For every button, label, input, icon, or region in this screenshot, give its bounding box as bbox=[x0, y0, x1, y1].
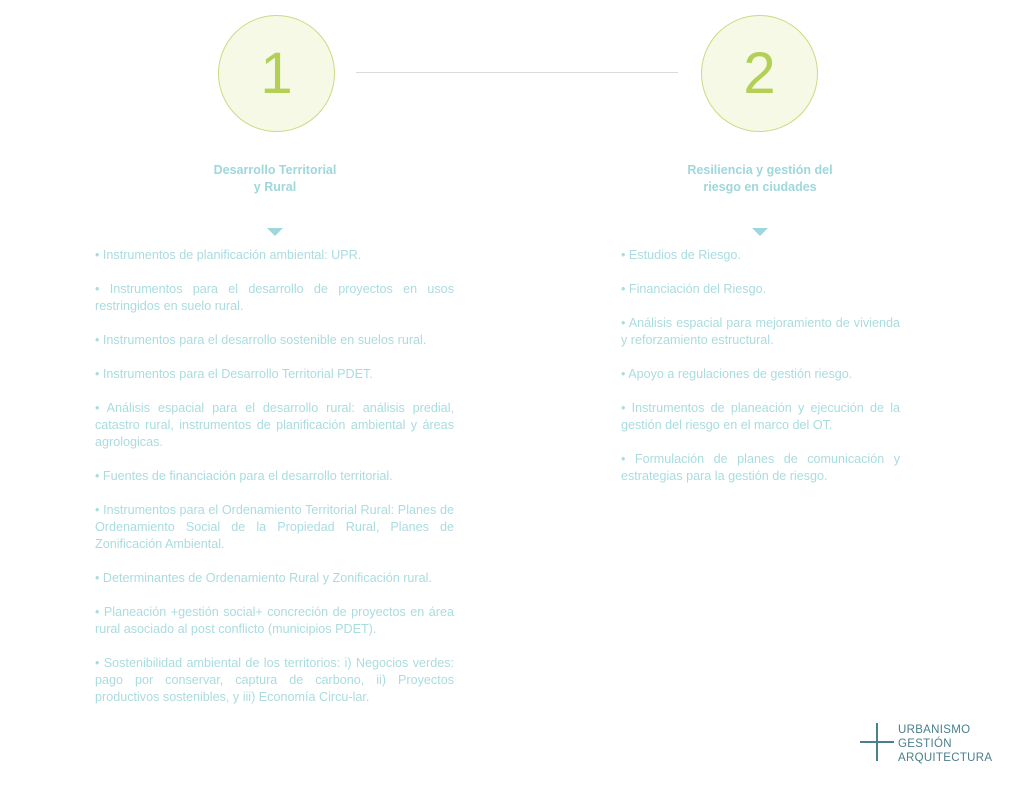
list-item: • Instrumentos de planificación ambienta… bbox=[95, 248, 362, 262]
list-item: • Apoyo a regulaciones de gestión riesgo… bbox=[621, 367, 853, 381]
step-1-title-line1: Desarrollo Territorial bbox=[213, 163, 337, 177]
list-item: • Instrumentos para el Desarrollo Territ… bbox=[95, 367, 373, 381]
list-item: • Análisis espacial para mejoramiento de… bbox=[621, 316, 900, 347]
step-1-circle: 1 bbox=[218, 15, 335, 132]
logo-line-2: GESTIÓN bbox=[898, 738, 952, 750]
list-item: • Análisis espacial para el desarrollo r… bbox=[95, 401, 454, 449]
step-1-number: 1 bbox=[260, 40, 293, 106]
step-2-number: 2 bbox=[743, 40, 776, 106]
step-2-item-list: • Estudios de Riesgo. • Financiación del… bbox=[621, 247, 900, 502]
step-connector-line bbox=[356, 72, 678, 73]
list-item: • Sostenibilidad ambiental de los territ… bbox=[95, 656, 454, 704]
logo-text: URBANISMO GESTIÓN ARQUITECTURA bbox=[898, 723, 992, 765]
company-logo: URBANISMO GESTIÓN ARQUITECTURA bbox=[860, 723, 1020, 773]
step-2-circle: 2 bbox=[701, 15, 818, 132]
step-1-down-arrow-icon bbox=[267, 228, 283, 236]
logo-line-3: ARQUITECTURA bbox=[898, 752, 993, 764]
list-item: • Instrumentos para el desarrollo sosten… bbox=[95, 333, 427, 347]
list-item: • Formulación de planes de comunicación … bbox=[621, 452, 900, 483]
list-item: • Financiación del Riesgo. bbox=[621, 282, 767, 296]
step-1-title-line2: y Rural bbox=[253, 180, 297, 194]
list-item: • Planeación +gestión social+ concreción… bbox=[95, 605, 454, 636]
step-2-title-line1: Resiliencia y gestión del bbox=[687, 163, 833, 177]
list-item: • Fuentes de financiación para el desarr… bbox=[95, 469, 393, 483]
logo-line-1: URBANISMO bbox=[898, 724, 971, 736]
list-item: • Instrumentos para el Ordenamiento Terr… bbox=[95, 503, 454, 551]
list-item: • Instrumentos de planeación y ejecución… bbox=[621, 401, 900, 432]
step-1-item-list: • Instrumentos de planificación ambienta… bbox=[95, 247, 454, 723]
plus-logo-icon bbox=[860, 723, 894, 761]
list-item: • Determinantes de Ordenamiento Rural y … bbox=[95, 571, 432, 585]
step-2-down-arrow-icon bbox=[752, 228, 768, 236]
step-2-title: Resiliencia y gestión del riesgo en ciud… bbox=[650, 162, 870, 196]
step-2-title-line2: riesgo en ciudades bbox=[703, 180, 817, 194]
list-item: • Estudios de Riesgo. bbox=[621, 248, 741, 262]
step-1-title: Desarrollo Territorial y Rural bbox=[165, 162, 385, 196]
list-item: • Instrumentos para el desarrollo de pro… bbox=[95, 282, 454, 313]
